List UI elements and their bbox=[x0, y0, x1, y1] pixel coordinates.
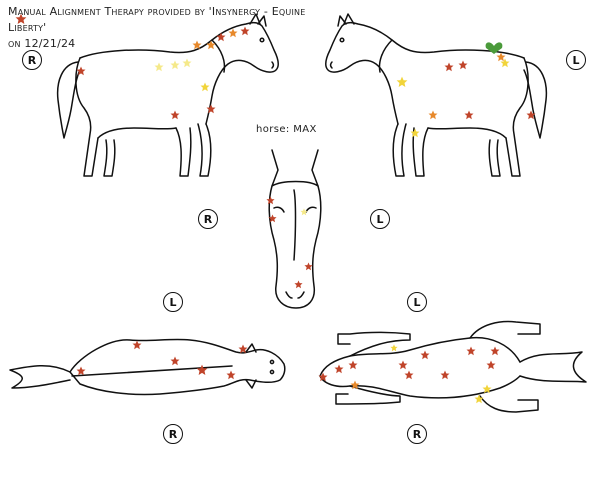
horse-head-front-outline bbox=[268, 149, 322, 309]
horse-top-view-outline bbox=[9, 338, 286, 396]
badge-right-side: R bbox=[22, 50, 42, 70]
header-line-1: Manual Alignment Therapy provided by 'In… bbox=[8, 5, 306, 34]
badge-top-view-left: L bbox=[163, 292, 183, 312]
session-header: Manual Alignment Therapy provided by 'In… bbox=[8, 4, 338, 52]
badge-head-right: R bbox=[198, 209, 218, 229]
stars-left-side bbox=[396, 52, 536, 138]
horse-name-label: horse: MAX bbox=[256, 124, 317, 135]
badge-top-view-right: R bbox=[163, 424, 183, 444]
horse-right-side-outline bbox=[56, 13, 279, 177]
badge-bottom-view-right: R bbox=[407, 424, 427, 444]
stars-right-side bbox=[15, 13, 250, 120]
horse-left-side-outline bbox=[325, 13, 548, 177]
stars-head-view bbox=[266, 196, 313, 289]
badge-head-left: L bbox=[370, 209, 390, 229]
badge-bottom-view-left: L bbox=[407, 292, 427, 312]
header-line-2: on 12/21/24 bbox=[8, 37, 76, 50]
horse-underside-outline bbox=[319, 320, 587, 413]
badge-left-side: L bbox=[566, 50, 586, 70]
heart-icon bbox=[485, 42, 503, 54]
